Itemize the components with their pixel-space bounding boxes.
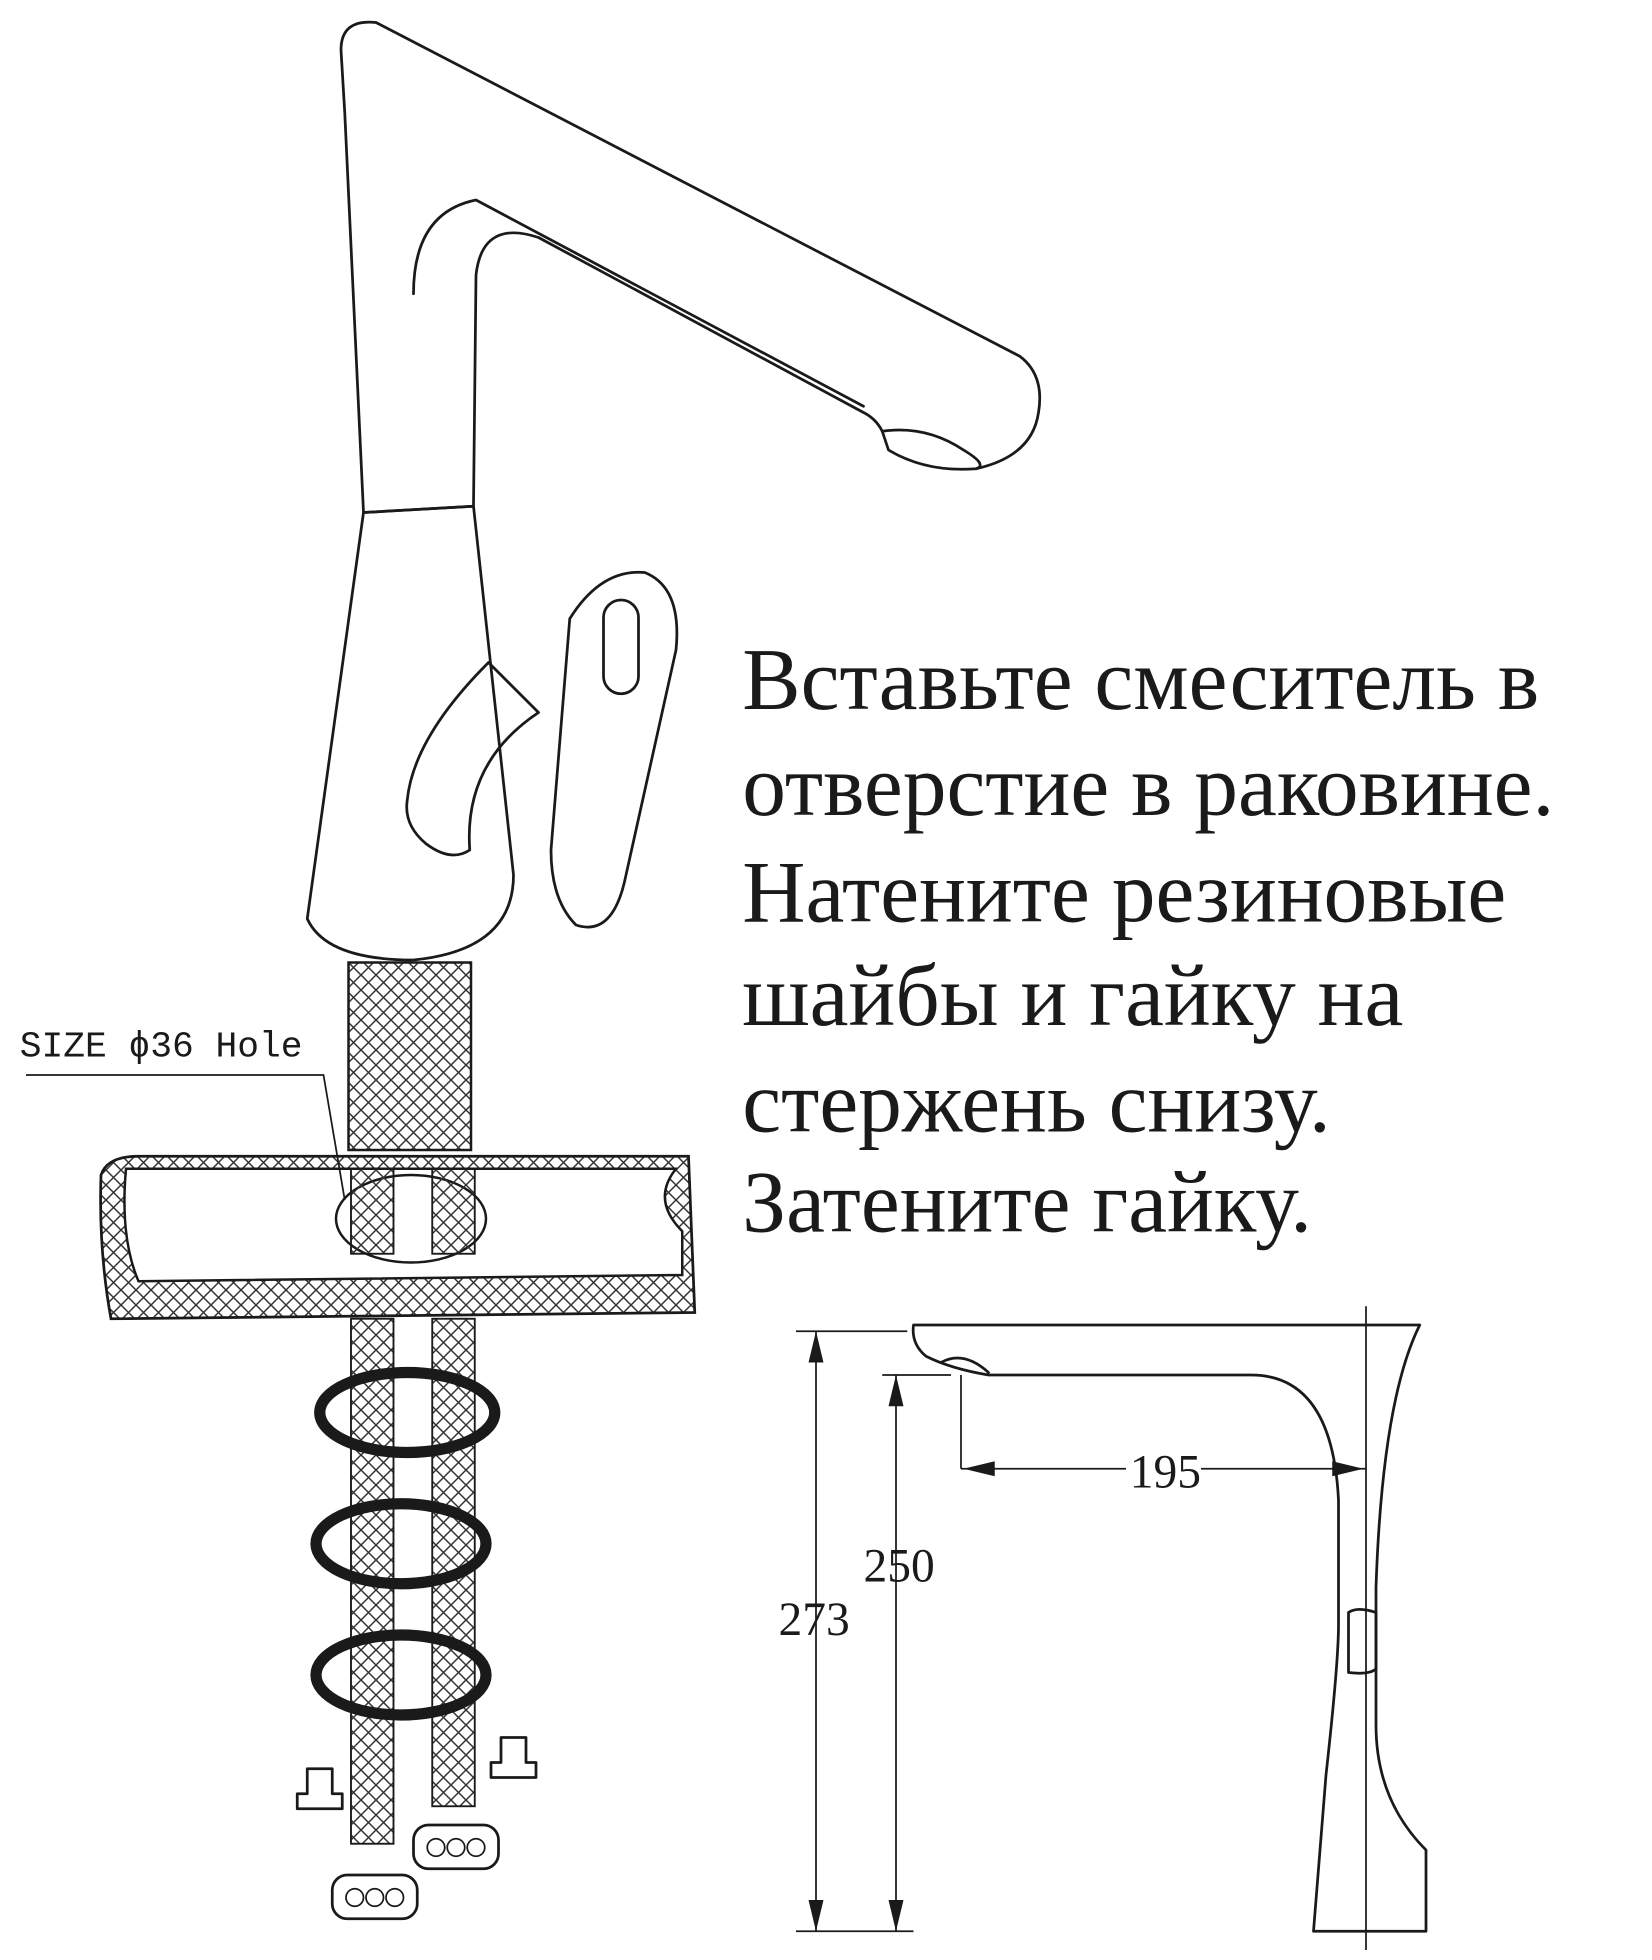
dimension-total-height: 273 (779, 1594, 850, 1646)
faucet-illustration (99, 20, 1042, 1921)
instruction-line: стержень снизу. (742, 1053, 1331, 1150)
dimension-drawing: 273 250 195 (779, 1306, 1428, 1950)
instruction-line: отверстие в раковине. (742, 737, 1554, 834)
instruction-line: шайбы и гайку на (742, 947, 1403, 1044)
instruction-line: Затените гайку. (742, 1153, 1312, 1250)
instruction-line: Натените резиновые (742, 843, 1506, 940)
hole-size-label: SIZE ϕ36 Hole (20, 1026, 303, 1067)
hole-label-leader (25, 1074, 346, 1201)
dimension-spout-reach: 195 (1130, 1447, 1201, 1499)
instruction-line: Вставьте смеситель в (742, 631, 1539, 728)
installation-instructions: Вставьте смеситель в отверстие в раковин… (742, 631, 1554, 1251)
dimension-spout-height: 250 (864, 1540, 935, 1592)
